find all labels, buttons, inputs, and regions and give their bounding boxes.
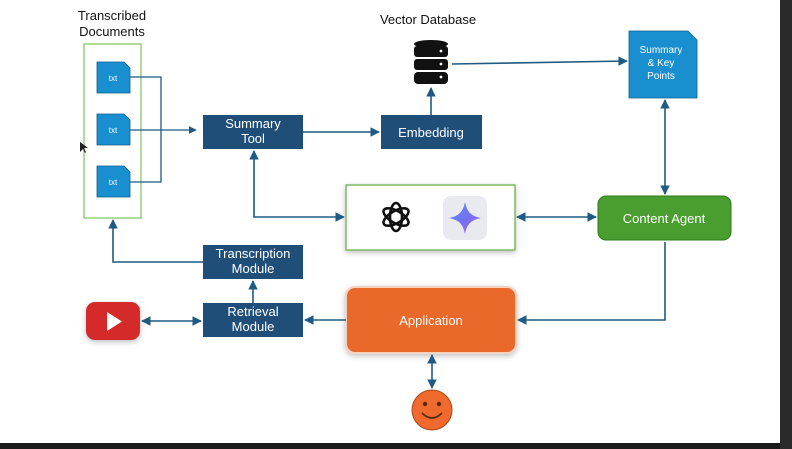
st-text-line-2: Tool: [241, 131, 265, 146]
documents-group-frame: [83, 43, 142, 219]
arrow-agent-to-application: [517, 242, 666, 325]
arrow-summary-tool-llm: [249, 150, 345, 222]
application-box[interactable]: Application: [345, 286, 517, 354]
td-title-line-2: Documents: [79, 24, 145, 39]
youtube-icon[interactable]: [86, 302, 140, 340]
txt-file-3[interactable]: txt: [96, 165, 131, 198]
txt-file-3-label: txt: [109, 178, 118, 187]
skp-text-line-3: Points: [647, 71, 675, 82]
embedding-label: Embedding: [398, 125, 464, 140]
txt-file-1[interactable]: txt: [96, 61, 131, 94]
arrow-database-to-summary-points: [451, 56, 628, 66]
file-connectors: [130, 76, 197, 183]
tm-text-line-1: Transcription: [216, 246, 291, 261]
st-text-line-1: Summary: [225, 116, 281, 131]
application-label: Application: [399, 313, 463, 328]
rm-text-line-1: Retrieval: [227, 304, 278, 319]
rm-text-line-2: Module: [232, 319, 275, 334]
gemini-icon: [449, 202, 481, 234]
txt-file-2-label: txt: [109, 126, 118, 135]
window-edge: [780, 0, 792, 449]
smiley-icon[interactable]: [411, 389, 453, 431]
openai-icon: [382, 201, 410, 233]
database-icon: [414, 40, 448, 84]
td-title-line-1: Transcribed: [78, 8, 146, 23]
txt-file-2[interactable]: txt: [96, 113, 131, 146]
embedding-box[interactable]: Embedding: [381, 115, 482, 149]
skp-text-line-2: & Key: [648, 58, 675, 69]
content-agent-label: Content Agent: [623, 211, 706, 226]
cursor-icon: [80, 142, 88, 153]
tm-text-line-2: Module: [232, 261, 275, 276]
vector-database-title: Vector Database: [380, 12, 476, 27]
llm-providers-box[interactable]: [345, 184, 516, 251]
connector-arrows: [108, 56, 670, 389]
txt-file-1-label: txt: [109, 74, 118, 83]
skp-text-line-1: Summary: [640, 45, 683, 56]
arrow-transcription-to-documents: [108, 219, 203, 263]
content-agent-box[interactable]: Content Agent: [597, 195, 732, 241]
